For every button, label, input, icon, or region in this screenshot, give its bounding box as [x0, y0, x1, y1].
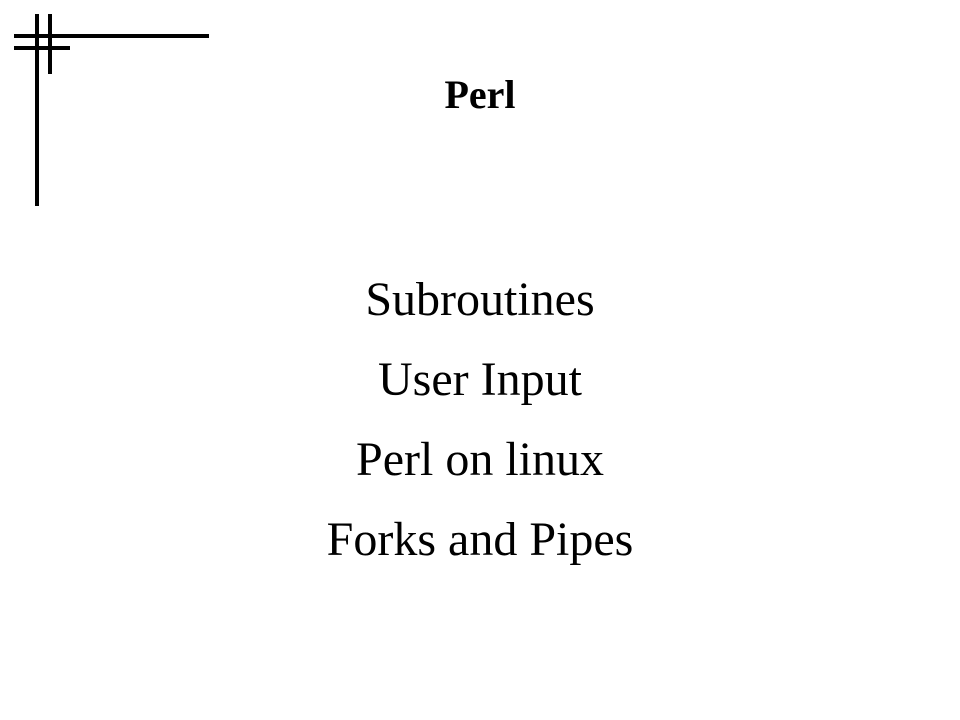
slide-title: Perl	[444, 72, 516, 117]
topic-list: Subroutines User Input Perl on linux For…	[0, 260, 960, 580]
topic-item: User Input	[378, 353, 582, 406]
topic-item: Subroutines	[365, 273, 595, 326]
corner-crosshair-ornament	[14, 14, 209, 206]
topic-item: Perl on linux	[356, 433, 604, 486]
topic-item: Forks and Pipes	[326, 513, 634, 566]
